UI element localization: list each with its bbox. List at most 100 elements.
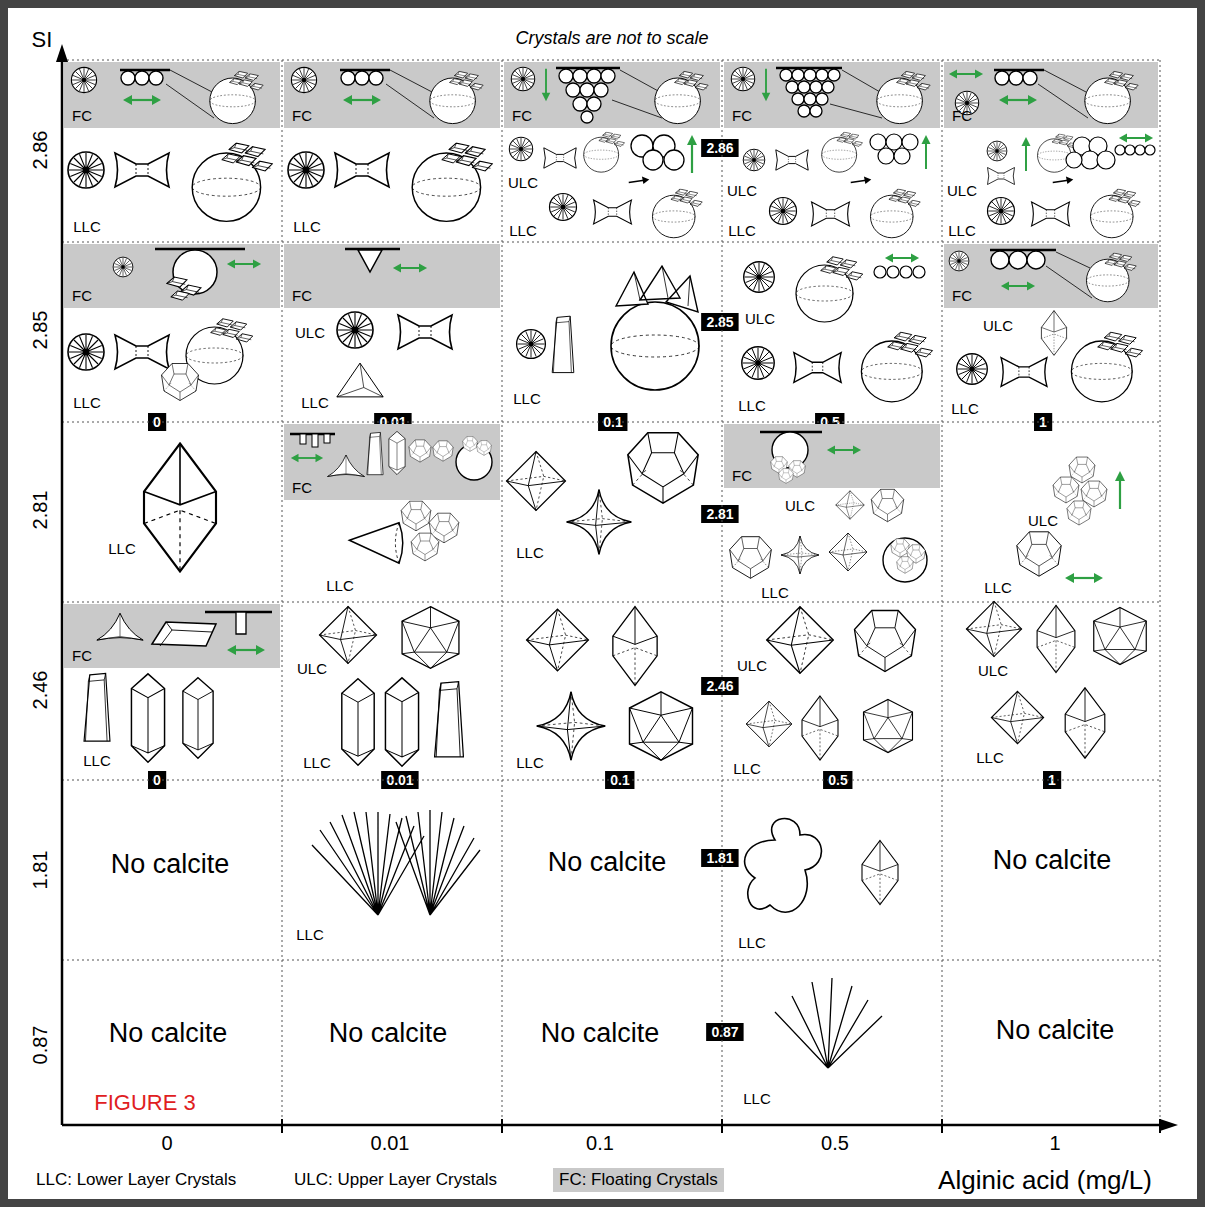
axis-title: SI <box>32 29 53 51</box>
value-tag: 0 <box>148 771 166 789</box>
band-label: FC <box>732 468 752 483</box>
value-tag: 0.87 <box>706 1023 743 1041</box>
floating-crystal-band: FC <box>64 62 280 128</box>
no-calcite-note: No calcite <box>111 851 230 878</box>
value-tag: 0.1 <box>598 413 627 431</box>
floating-crystal-band: FC <box>724 424 940 488</box>
floating-crystal-band: FC <box>64 244 280 308</box>
tag-label: 0.87 <box>706 1023 743 1041</box>
layer-label: LLC <box>984 580 1012 595</box>
tag-label: 0.1 <box>598 413 627 431</box>
value-tag: 2.81 <box>701 505 738 523</box>
layer-label: LLC <box>509 223 537 238</box>
value-tag: 2.85 <box>701 313 738 331</box>
layer-label: LLC <box>516 755 544 770</box>
layer-label: LLC <box>733 761 761 776</box>
tag-label: 1.81 <box>701 849 738 867</box>
layer-label: LLC <box>738 935 766 950</box>
no-calcite-note: No calcite <box>329 1020 448 1047</box>
layer-label: LLC <box>83 753 111 768</box>
value-tag: 1.81 <box>701 849 738 867</box>
tag-label: 0.5 <box>823 771 852 789</box>
layer-label: ULC <box>295 325 325 340</box>
layer-label: LLC <box>513 391 541 406</box>
no-calcite-note: No calcite <box>109 1020 228 1047</box>
value-tag: 0.01 <box>381 771 418 789</box>
band-label: FC <box>952 288 972 303</box>
legend-text: LLC: Lower Layer Crystals <box>36 1170 236 1189</box>
si-tick: 2.85 <box>30 311 50 350</box>
floating-crystal-band: FC <box>504 62 720 128</box>
value-tag: 2.86 <box>701 139 738 157</box>
tag-label: 1 <box>1043 771 1061 789</box>
value-tag: 0.1 <box>605 771 634 789</box>
tag-label: 0.01 <box>381 771 418 789</box>
scale-note: Crystals are not to scale <box>515 29 708 47</box>
band-label: FC <box>292 108 312 123</box>
layer-label: LLC <box>761 585 789 600</box>
legend-item: ULC: Upper Layer Crystals <box>288 1168 503 1192</box>
layer-label: ULC <box>297 661 327 676</box>
legend-item: FC: Floating Crystals <box>553 1168 724 1192</box>
layer-label: LLC <box>296 927 324 942</box>
no-calcite-note: No calcite <box>996 1017 1115 1044</box>
band-label: FC <box>292 288 312 303</box>
tag-label: 0 <box>148 413 166 431</box>
layer-label: LLC <box>948 223 976 238</box>
no-calcite-note: No calcite <box>548 849 667 876</box>
layer-label: LLC <box>326 578 354 593</box>
legend-text: FC: Floating Crystals <box>559 1170 718 1189</box>
floating-crystal-band: FC <box>284 424 500 500</box>
axis-title: Alginic acid (mg/L) <box>938 1167 1152 1193</box>
no-calcite-note: No calcite <box>541 1020 660 1047</box>
legend-text: ULC: Upper Layer Crystals <box>294 1170 497 1189</box>
layer-label: ULC <box>978 663 1008 678</box>
tag-label: 2.85 <box>701 313 738 331</box>
value-tag: 1 <box>1043 771 1061 789</box>
layer-label: ULC <box>727 183 757 198</box>
tag-label: 2.46 <box>701 677 738 695</box>
band-label: FC <box>72 648 92 663</box>
layer-label: LLC <box>976 750 1004 765</box>
band-label: FC <box>952 108 972 123</box>
band-label: FC <box>72 288 92 303</box>
si-tick: 1.81 <box>30 851 50 890</box>
layer-label: ULC <box>947 183 977 198</box>
layer-label: LLC <box>73 219 101 234</box>
band-label: FC <box>732 108 752 123</box>
layer-label: LLC <box>301 395 329 410</box>
layer-label: LLC <box>108 541 136 556</box>
acid-tick: 0 <box>161 1133 172 1153</box>
tag-label: 2.86 <box>701 139 738 157</box>
si-tick: 0.87 <box>30 1026 50 1065</box>
acid-tick: 0.1 <box>586 1133 614 1153</box>
si-tick: 2.81 <box>30 491 50 530</box>
acid-tick: 0.01 <box>371 1133 410 1153</box>
layer-label: LLC <box>73 395 101 410</box>
tag-label: 0 <box>148 771 166 789</box>
floating-crystal-band: FC <box>724 62 940 128</box>
floating-crystal-band: FC <box>944 62 1158 128</box>
layer-label: LLC <box>743 1091 771 1106</box>
layer-label: ULC <box>1028 513 1058 528</box>
floating-crystal-band: FC <box>284 62 500 128</box>
floating-crystal-band: FC <box>284 244 500 308</box>
band-label: FC <box>292 480 312 495</box>
tag-label: 1 <box>1034 413 1052 431</box>
layer-label: LLC <box>303 755 331 770</box>
layer-label: LLC <box>293 219 321 234</box>
band-label: FC <box>72 108 92 123</box>
layer-label: ULC <box>508 175 538 190</box>
band-label: FC <box>512 108 532 123</box>
legend-item: LLC: Lower Layer Crystals <box>30 1168 242 1192</box>
tag-label: 2.81 <box>701 505 738 523</box>
layer-label: ULC <box>983 318 1013 333</box>
layer-label: LLC <box>516 545 544 560</box>
floating-crystal-band: FC <box>64 604 280 668</box>
layer-label: LLC <box>738 398 766 413</box>
layer-label: LLC <box>728 223 756 238</box>
value-tag: 2.46 <box>701 677 738 695</box>
acid-tick: 1 <box>1049 1133 1060 1153</box>
figure-number: FIGURE 3 <box>94 1092 195 1114</box>
